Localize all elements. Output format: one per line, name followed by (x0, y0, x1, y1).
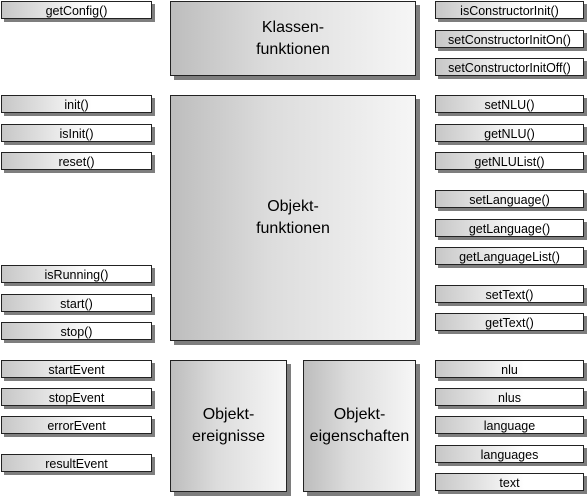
method-setconstructorniton: setConstructorInitOn() (435, 30, 584, 48)
property-nlus: nlus (435, 388, 584, 406)
object-properties-box: Objekt- eigenschaften (303, 360, 416, 492)
method-start: start() (1, 294, 152, 312)
method-setnlu: setNLU() (435, 95, 584, 113)
property-nlu: nlu (435, 360, 584, 378)
method-stop: stop() (1, 322, 152, 340)
property-language: language (435, 416, 584, 434)
method-init: init() (1, 95, 152, 113)
event-result: resultEvent (1, 454, 152, 472)
method-getconfig: getConfig() (1, 1, 152, 19)
event-stop: stopEvent (1, 388, 152, 406)
method-reset: reset() (1, 152, 152, 170)
class-functions-box: Klassen- funktionen (170, 1, 416, 76)
object-functions-box: Objekt- funktionen (170, 95, 416, 341)
property-languages: languages (435, 445, 584, 463)
method-isconstructorinit: isConstructorInit() (435, 1, 584, 19)
method-getnlu: getNLU() (435, 124, 584, 142)
event-error: errorEvent (1, 416, 152, 434)
method-gettext: getText() (435, 313, 584, 331)
property-text: text (435, 473, 584, 491)
method-getlanguage: getLanguage() (435, 219, 584, 237)
method-isrunning: isRunning() (1, 265, 152, 283)
method-getnlulist: getNLUList() (435, 152, 584, 170)
method-setconstructorinitoff: setConstructorInitOff() (435, 58, 584, 76)
method-isinit: isInit() (1, 124, 152, 142)
event-start: startEvent (1, 360, 152, 378)
method-settext: setText() (435, 285, 584, 303)
object-events-box: Objekt- ereignisse (170, 360, 287, 492)
method-setlanguage: setLanguage() (435, 190, 584, 208)
method-getlanguagelist: getLanguageList() (435, 247, 584, 265)
